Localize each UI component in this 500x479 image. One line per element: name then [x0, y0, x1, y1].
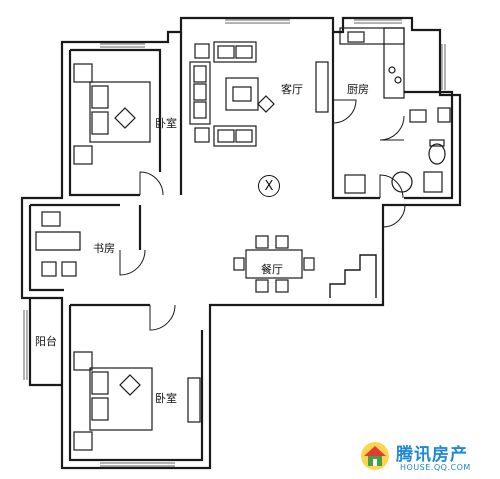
kitchen-fixtures	[339, 27, 405, 194]
watermark: 腾讯房产 HOUSE.QQ.COM	[358, 438, 498, 478]
room-label-study: 书房	[93, 242, 115, 255]
walls	[20, 16, 462, 470]
master-bed	[73, 63, 151, 165]
stairs	[329, 254, 377, 298]
windows	[23, 19, 446, 467]
location-marker: X	[258, 175, 280, 197]
room-label-balcony: 阳台	[35, 335, 57, 348]
house-logo-icon	[361, 442, 389, 470]
watermark-url: HOUSE.QQ.COM	[400, 463, 471, 472]
room-label-master-bedroom: 卧室	[155, 117, 177, 130]
dining-set	[233, 235, 315, 293]
room-label-living: 客厅	[281, 83, 303, 96]
room-label-kitchen: 厨房	[347, 83, 369, 96]
watermark-brand: 腾讯房产	[396, 445, 468, 465]
room-label-second-bedroom: 卧室	[155, 392, 177, 405]
sofa-set	[189, 41, 329, 147]
bathroom-fixtures	[391, 107, 451, 193]
second-bed	[73, 351, 201, 451]
room-label-dining: 餐厅	[261, 263, 283, 276]
study-furniture	[35, 211, 81, 277]
doors	[119, 99, 406, 331]
